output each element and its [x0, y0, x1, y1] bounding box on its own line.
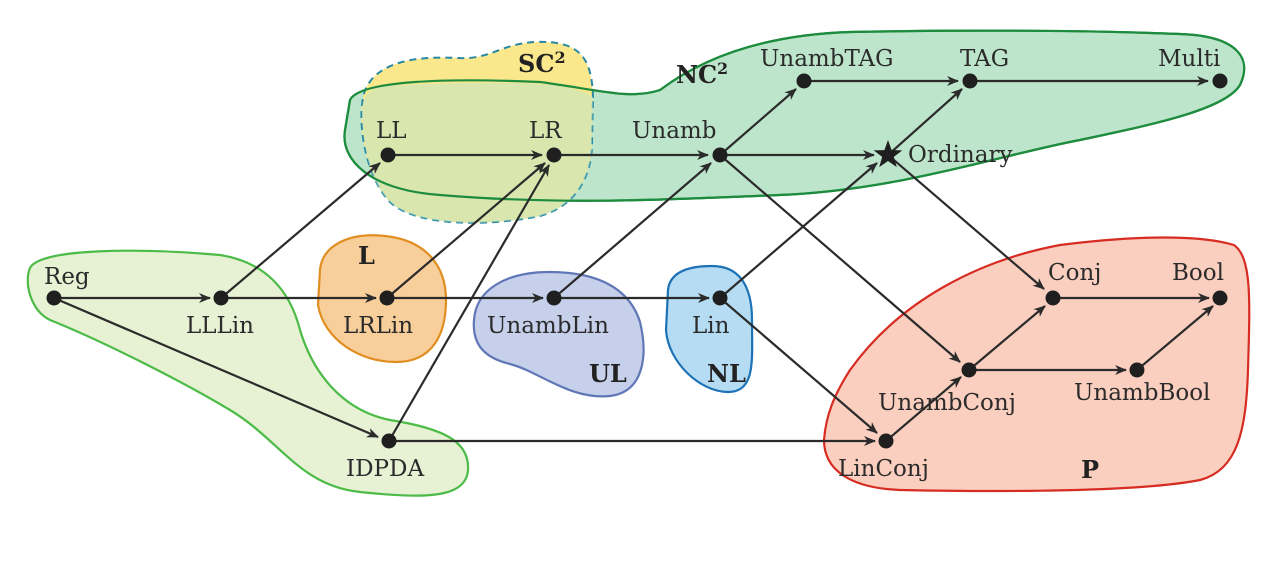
region-lin	[26, 249, 470, 497]
label-lllin: LLLin	[186, 313, 254, 339]
node-unambconj	[961, 362, 977, 378]
label-bool: Bool	[1172, 260, 1224, 286]
region-label-nl: NL	[707, 359, 746, 388]
node-conj	[1045, 290, 1061, 306]
region-p	[822, 236, 1251, 493]
label-linconj: LinConj	[838, 456, 929, 482]
label-conj: Conj	[1048, 260, 1101, 286]
node-unamb	[712, 147, 728, 163]
label-multi: Multi	[1158, 46, 1220, 72]
edge-unamb-unambtag	[719, 88, 797, 156]
label-lr: LR	[529, 118, 562, 144]
edge-ordinary-tag	[887, 88, 963, 156]
node-unambbool	[1129, 362, 1145, 378]
region-label-ul: UL	[589, 359, 627, 388]
label-lin: Lin	[692, 313, 730, 339]
label-tag: TAG	[960, 46, 1009, 72]
node-tag	[962, 73, 978, 89]
edge-linconj-unambconj	[885, 376, 962, 442]
node-lr	[546, 147, 562, 163]
edge-lin-linconj	[719, 297, 878, 434]
label-reg: Reg	[44, 264, 90, 290]
region-nc2-outline	[343, 29, 1246, 202]
edge-unamb-unambconj	[719, 154, 961, 363]
edge-unamblin-unamb	[553, 162, 712, 299]
label-unamblin: UnambLin	[487, 313, 609, 339]
edge-lrlin-lr	[386, 162, 546, 299]
label-ordinary: Ordinary	[908, 142, 1012, 168]
edge-unambconj-conj	[968, 305, 1046, 371]
node-unamblin	[546, 290, 562, 306]
node-reg	[46, 290, 62, 306]
node-multi	[1212, 73, 1228, 89]
edge-lin-ordinary	[719, 162, 878, 299]
node-lrlin	[379, 290, 395, 306]
region-label-sc2: SC2	[518, 48, 566, 78]
region-label-p: P	[1081, 455, 1099, 484]
edge-reg-idpda	[53, 296, 379, 439]
edge-idpda-lr	[388, 164, 550, 442]
region-label-nc2: NC2	[676, 59, 728, 89]
edge-ordinary-conj	[887, 154, 1045, 290]
node-linconj	[878, 433, 894, 449]
node-lllin	[213, 290, 229, 306]
node-idpda	[381, 433, 397, 449]
region-ul	[472, 270, 645, 398]
node-unambtag	[796, 73, 812, 89]
label-unambconj: UnambConj	[878, 390, 1016, 416]
label-unambbool: UnambBool	[1074, 380, 1210, 406]
label-idpda: IDPDA	[346, 456, 424, 482]
node-lin	[712, 290, 728, 306]
label-unambtag: UnambTAG	[760, 46, 894, 72]
edge-unambbool-bool	[1136, 305, 1214, 371]
edge-lllin-ll	[220, 162, 381, 299]
star-icon	[873, 140, 903, 168]
node-bool	[1212, 290, 1228, 306]
node-ll	[380, 147, 396, 163]
label-unamb: Unamb	[632, 118, 716, 144]
region-label-l: L	[358, 241, 375, 270]
label-lrlin: LRLin	[343, 313, 413, 339]
label-ll: LL	[376, 118, 407, 144]
